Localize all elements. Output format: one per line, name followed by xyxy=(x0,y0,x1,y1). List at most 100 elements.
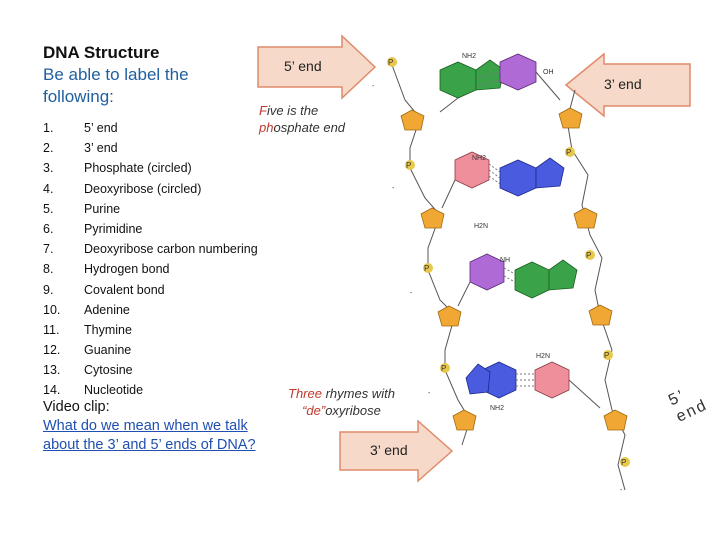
list-text: Deoxyribose carbon numbering xyxy=(84,242,258,257)
list-text: Cytosine xyxy=(84,363,133,378)
list-text: Hydrogen bond xyxy=(84,262,170,277)
base-pair-4 xyxy=(465,361,601,409)
list-number: 6. xyxy=(43,221,54,236)
minus-label: - xyxy=(428,390,431,397)
arrow-5-end-top xyxy=(257,34,377,100)
phosphate-label: P xyxy=(566,148,571,157)
note-text: osphate end xyxy=(273,120,346,135)
phosphate-labels: P P P P P P P P xyxy=(388,58,626,467)
phosphate-group xyxy=(565,147,630,467)
hydrogen-bonds xyxy=(475,71,535,387)
minus-label: - xyxy=(620,487,623,494)
list-number: 13. xyxy=(43,363,61,378)
guanine-ring xyxy=(499,159,537,197)
note-text: rhymes with xyxy=(321,386,395,401)
nh2-label: NH2 xyxy=(472,155,486,162)
base-pair-3 xyxy=(457,253,578,307)
nh2-label: NH2 xyxy=(462,53,476,60)
list-number: 11. xyxy=(43,322,60,337)
list-text: 5’ end xyxy=(84,121,118,135)
thymine-ring xyxy=(499,53,537,91)
callout-3-end-bottom: 3’ end xyxy=(370,442,408,458)
title-line-3: following: xyxy=(43,87,114,106)
minus-label: - xyxy=(410,290,413,297)
list-text: Deoxyribose (circled) xyxy=(84,181,202,196)
phosphate-label: P xyxy=(388,58,393,67)
list-number: 5. xyxy=(43,201,54,216)
video-link[interactable]: What do we mean when we talk about the 3… xyxy=(43,418,256,453)
list-text: Nucleotide xyxy=(84,383,144,398)
phosphate-label: P xyxy=(621,458,626,467)
list-number: 7. xyxy=(43,242,54,257)
base-pair-1 xyxy=(439,53,561,113)
note-highlight: ph xyxy=(259,120,274,135)
phosphate-note: Five is the phosphate end xyxy=(259,102,345,136)
list-text: Thymine xyxy=(84,322,132,337)
list-item: 3. Phosphate (circled) xyxy=(43,158,258,178)
list-text: Covalent bond xyxy=(84,282,165,297)
video-clip: Video clip: What do we mean when we talk… xyxy=(43,398,273,455)
list-number: 9. xyxy=(43,282,54,297)
list-item: 1. 5’ end xyxy=(43,118,258,138)
list-item: 6. Pyrimidine xyxy=(43,219,258,239)
list-text: 3’ end xyxy=(84,141,118,156)
adenine-ring xyxy=(439,61,477,99)
list-number: 8. xyxy=(43,262,54,277)
note-highlight: Three xyxy=(288,386,322,401)
adenine-ring xyxy=(514,261,550,299)
callout-3-end-top: 3’ end xyxy=(604,76,642,92)
list-item: 10. Adenine xyxy=(43,300,258,320)
title-line-1: DNA Structure xyxy=(43,43,160,62)
list-item: 2. 3’ end xyxy=(43,138,258,158)
thymine-ring xyxy=(469,253,505,291)
list-number: 10. xyxy=(43,302,61,317)
molecule-labels: NH2 OH NH2 H2N NH H2N NH2 - - - - - xyxy=(372,53,623,494)
phosphate-label: P xyxy=(406,161,411,170)
sugar-group xyxy=(558,107,628,431)
title-line-2: Be able to label the xyxy=(43,65,189,84)
list-number: 12. xyxy=(43,343,61,358)
deoxyribose-note: Three rhymes with “de”oxyribose xyxy=(288,385,395,419)
h2n-label: H2N xyxy=(536,353,550,360)
minus-label: - xyxy=(392,185,395,192)
phosphate-label: P xyxy=(424,264,429,273)
phosphate-label: P xyxy=(441,364,446,373)
list-number: 2. xyxy=(43,141,54,156)
sugar-group xyxy=(400,109,477,431)
list-item: 13. Cytosine xyxy=(43,360,258,380)
minus-label: - xyxy=(372,83,375,90)
adenine-ring xyxy=(548,259,578,291)
nh-label: NH xyxy=(500,257,510,264)
list-item: 14. Nucleotide xyxy=(43,380,258,400)
label-list: 1.5’ end 2.3’ end 3.Phosphate (circled) … xyxy=(43,118,258,401)
list-item: 8. Hydrogen bond xyxy=(43,259,258,279)
list-number: 3. xyxy=(43,161,54,176)
list-text: Adenine xyxy=(84,302,130,317)
list-number: 14. xyxy=(43,383,61,398)
list-item: 5.Purine xyxy=(43,199,258,219)
list-text: Phosphate (circled) xyxy=(84,161,192,176)
video-clip-label: Video clip: xyxy=(43,399,110,415)
left-backbone xyxy=(391,64,471,446)
base-pair-2 xyxy=(441,151,565,209)
list-item: 11. Thymine xyxy=(43,320,258,340)
list-number: 1. xyxy=(43,121,54,135)
phosphate-label: P xyxy=(604,351,609,360)
note-text: ive is the xyxy=(266,103,319,118)
cytosine-ring xyxy=(534,361,570,399)
list-item: 4. Deoxyribose (circled) xyxy=(43,179,258,199)
note-text: oxyribose xyxy=(325,403,381,418)
list-item: 7. Deoxyribose carbon numbering xyxy=(43,239,258,259)
arrow-3-end-bottom xyxy=(339,419,454,483)
list-text: Guanine xyxy=(84,343,132,358)
guanine-ring xyxy=(465,363,491,395)
callout-5-end-top: 5’ end xyxy=(284,58,322,74)
list-text: Pyrimidine xyxy=(84,221,143,236)
slide-title: DNA Structure Be able to label the follo… xyxy=(43,42,189,108)
note-highlight: F xyxy=(259,103,267,118)
list-item: 9. Covalent bond xyxy=(43,280,258,300)
nh2-label: NH2 xyxy=(490,405,504,412)
list-number: 4. xyxy=(43,181,54,196)
oh-label: OH xyxy=(543,69,554,76)
